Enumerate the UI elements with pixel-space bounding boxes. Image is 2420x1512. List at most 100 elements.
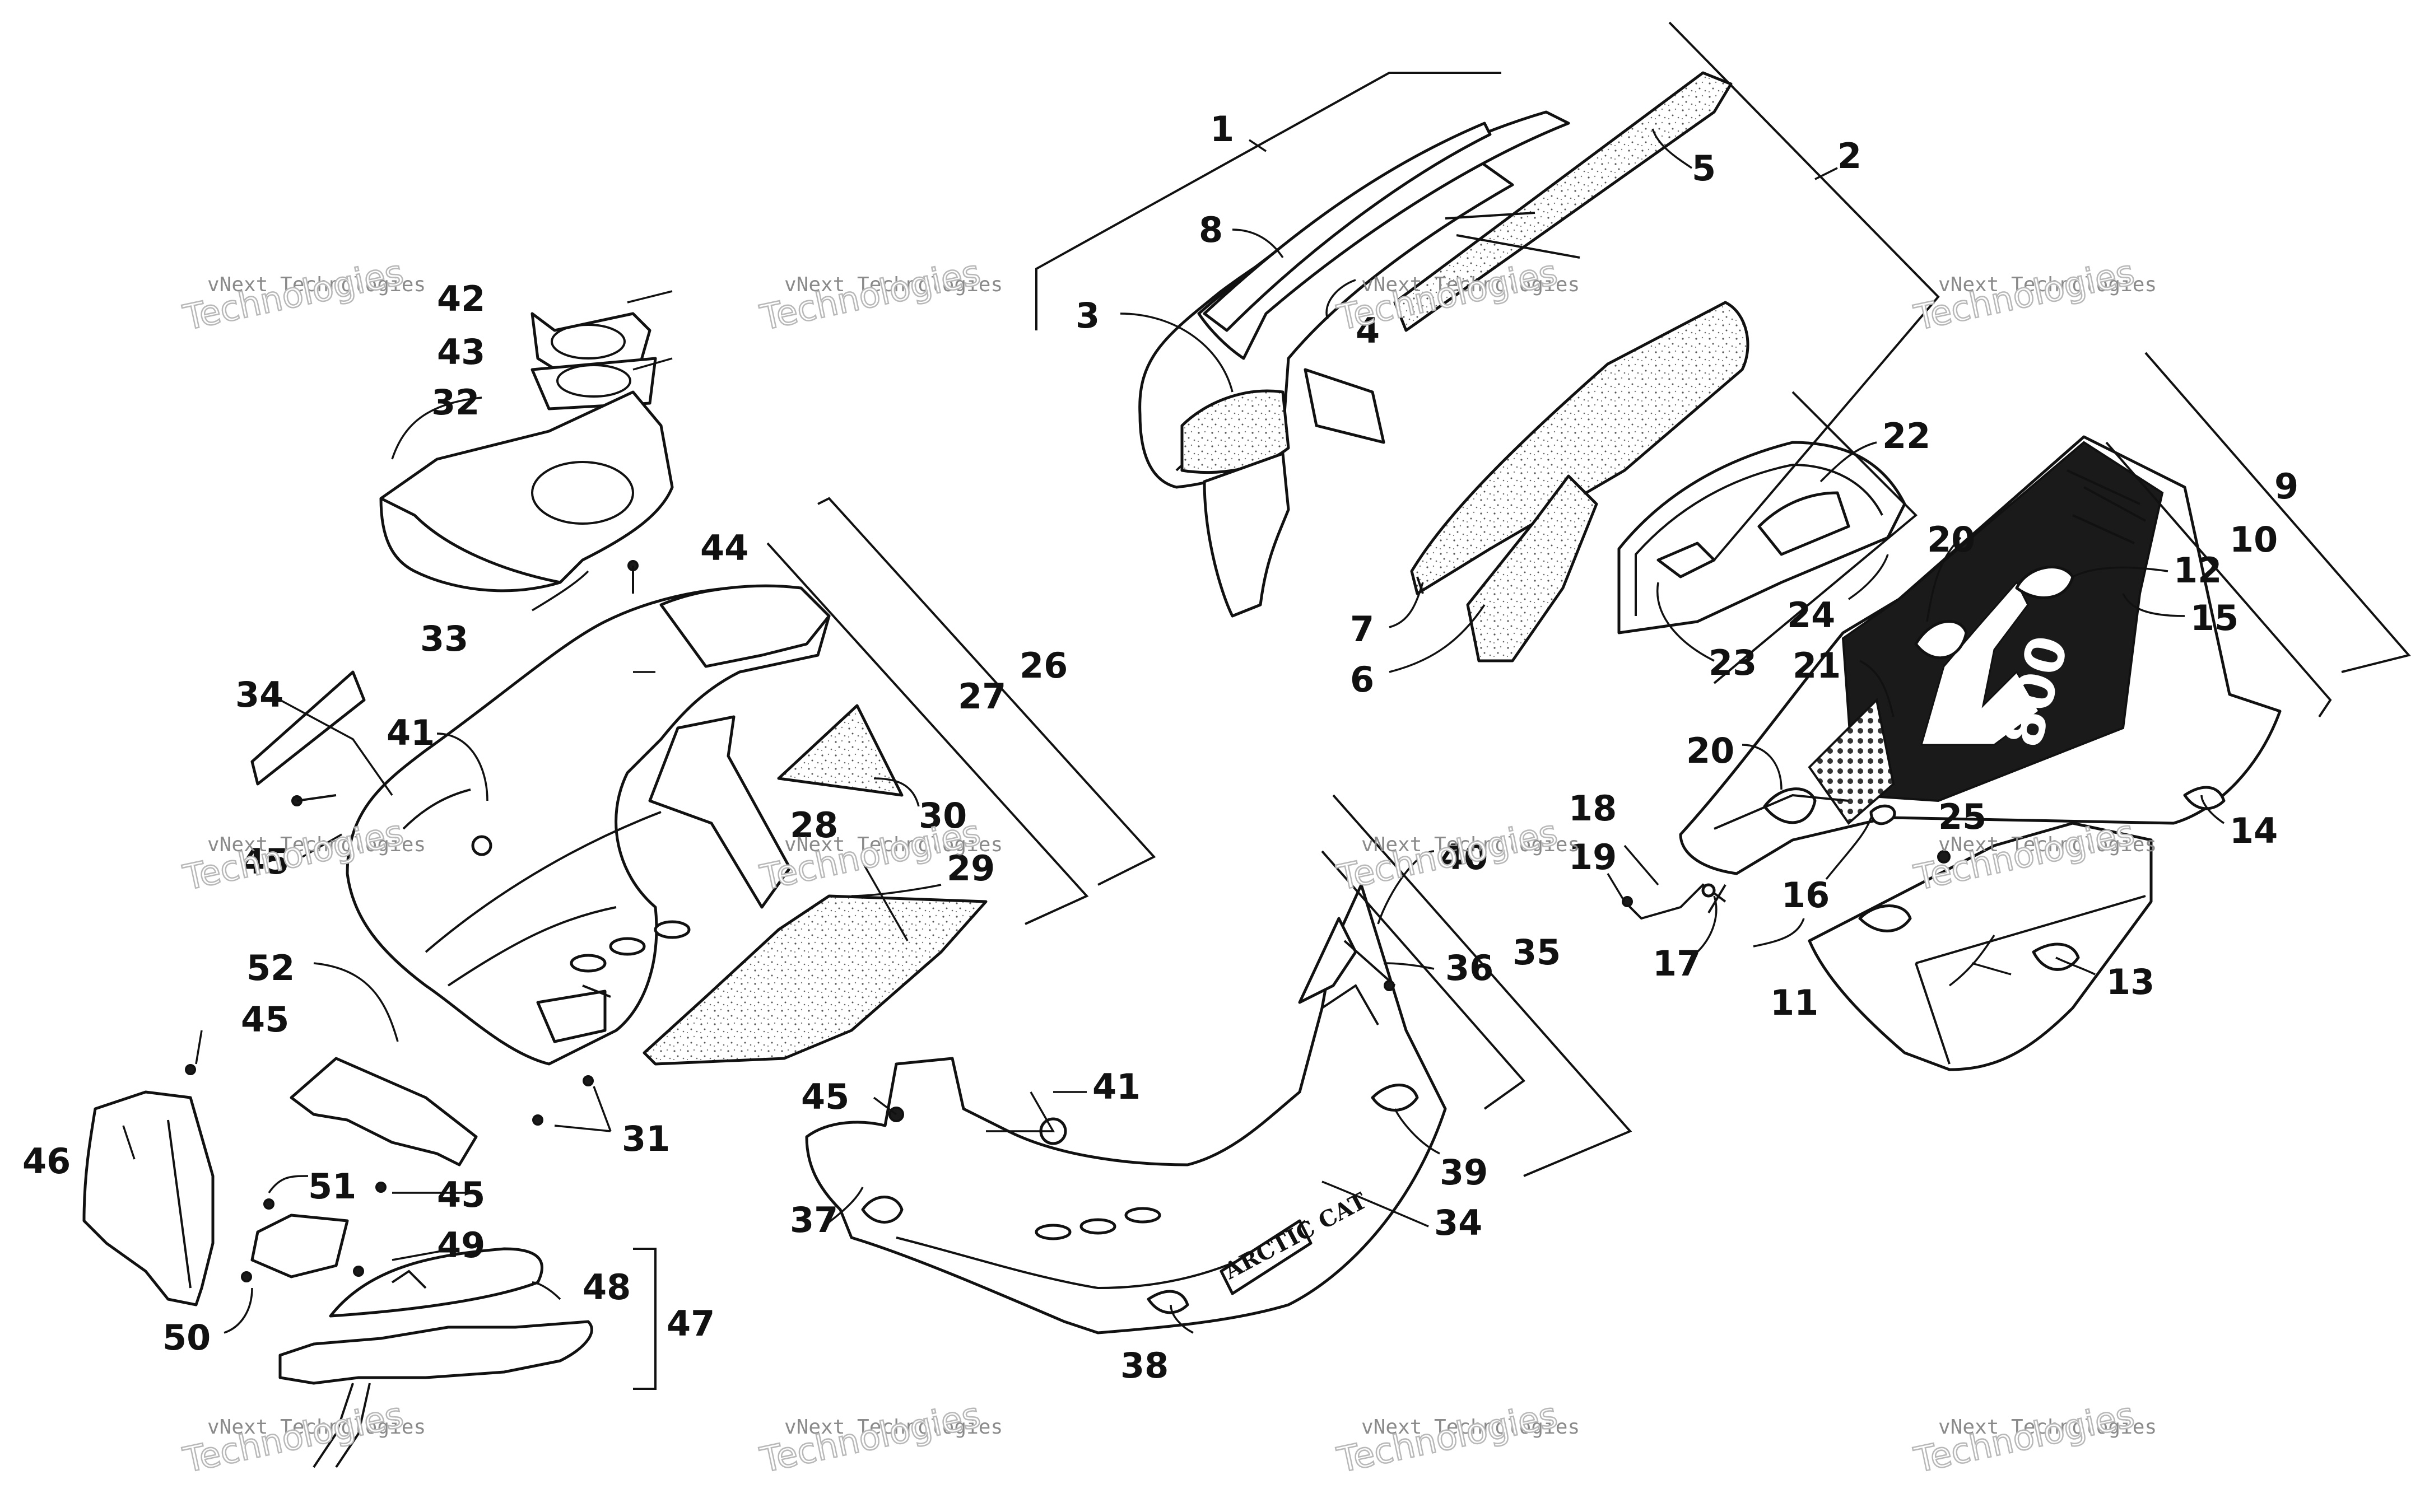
callout-14: 14 <box>2230 810 2278 851</box>
callout-34b: 34 <box>1434 1202 1482 1243</box>
callout-39: 39 <box>1440 1152 1488 1193</box>
callout-8: 8 <box>1199 209 1223 250</box>
callout-6: 6 <box>1350 659 1374 700</box>
callout-49: 49 <box>437 1225 485 1266</box>
callout-37: 37 <box>790 1200 838 1240</box>
callout-15: 15 <box>2190 598 2238 638</box>
callout-12: 12 <box>2174 550 2222 591</box>
callout-50: 50 <box>162 1317 211 1358</box>
wire-harness <box>1622 804 1896 920</box>
svg-text:Technologies: Technologies <box>1334 812 1561 898</box>
callout-28: 28 <box>790 805 838 846</box>
center-foams <box>643 704 988 1066</box>
callout-40: 40 <box>1440 837 1488 878</box>
svg-text:vNext Technologies: vNext Technologies <box>1361 273 1580 296</box>
callout-35: 35 <box>1513 932 1561 973</box>
svg-text:Technologies: Technologies <box>757 252 984 338</box>
callout-36: 36 <box>1445 948 1493 988</box>
leader-lines <box>122 128 2224 1334</box>
svg-text:vNext Technologies: vNext Technologies <box>1361 833 1580 856</box>
trim-piece <box>1617 441 1906 634</box>
callout-22: 22 <box>1882 416 1930 456</box>
callout-26: 26 <box>1020 645 1068 686</box>
svg-text:Technologies: Technologies <box>757 1394 984 1481</box>
callout-7: 7 <box>1350 609 1374 650</box>
callout-1: 1 <box>1210 109 1234 150</box>
callout-45b: 45 <box>241 999 289 1040</box>
callout-21: 21 <box>1793 645 1841 686</box>
callout-25: 25 <box>1938 796 1986 837</box>
callout-48: 48 <box>583 1267 631 1308</box>
watermark: vNext Technologies Technologies <box>179 1393 426 1481</box>
callout-20b: 20 <box>1686 730 1734 771</box>
console <box>379 312 674 592</box>
svg-text:vNext Technologies: vNext Technologies <box>784 1416 1003 1439</box>
lower-side-panel <box>1808 786 2226 1071</box>
callout-51: 51 <box>308 1166 356 1207</box>
watermark: vNext Technologies Technologies <box>179 251 426 339</box>
callout-33: 33 <box>420 618 468 659</box>
watermark: vNext Technologies Technologies <box>756 251 1003 339</box>
watermark: vNext Technologies Technologies <box>1910 1393 2157 1481</box>
callout-32: 32 <box>431 382 480 423</box>
callout-9: 9 <box>2274 466 2298 507</box>
callout-19: 19 <box>1569 837 1617 878</box>
callout-41a: 41 <box>387 712 435 753</box>
lower-left-parts <box>82 1057 593 1468</box>
decal-strip <box>250 670 366 786</box>
svg-text:vNext Technologies: vNext Technologies <box>207 273 426 296</box>
callout-47: 47 <box>667 1303 715 1344</box>
svg-text:Technologies: Technologies <box>180 1394 407 1481</box>
belly-pan: ARCTIC CAT <box>805 883 1447 1334</box>
callout-43: 43 <box>437 332 485 372</box>
callout-2: 2 <box>1837 136 1861 176</box>
svg-text:vNext Technologies: vNext Technologies <box>1938 1416 2157 1439</box>
svg-text:vNext Technologies: vNext Technologies <box>1938 273 2157 296</box>
side-panel-assembly <box>1138 110 1570 618</box>
watermark: vNext Technologies Technologies <box>1333 811 1580 899</box>
callout-42: 42 <box>437 278 485 319</box>
svg-text:vNext Technologies: vNext Technologies <box>1361 1416 1580 1439</box>
center-frame <box>346 584 831 1066</box>
watermark: vNext Technologies Technologies <box>1910 251 2157 339</box>
top-strip <box>1393 71 1733 332</box>
svg-text:vNext Technologies: vNext Technologies <box>207 833 426 856</box>
callout-45d: 45 <box>801 1076 849 1117</box>
callout-52: 52 <box>246 948 295 988</box>
callout-5: 5 <box>1692 148 1716 189</box>
watermark: vNext Technologies Technologies <box>756 1393 1003 1481</box>
callout-11: 11 <box>1770 982 1818 1023</box>
group-brackets <box>633 21 2411 1390</box>
callout-10: 10 <box>2230 519 2278 560</box>
callout-23: 23 <box>1709 642 1757 683</box>
callout-30: 30 <box>919 795 967 836</box>
callout-20a: 20 <box>1927 519 1975 560</box>
callout-38: 38 <box>1120 1345 1169 1386</box>
callout-34a: 34 <box>235 674 283 715</box>
callout-27: 27 <box>958 676 1006 717</box>
svg-text:vNext Technologies: vNext Technologies <box>784 273 1003 296</box>
callout-31: 31 <box>622 1118 670 1159</box>
svg-text:Technologies: Technologies <box>1911 252 2138 338</box>
svg-text:vNext Technologies: vNext Technologies <box>1938 833 2157 856</box>
callout-numbers: 1 2 3 4 5 6 7 8 9 10 11 12 12 13 14 15 1… <box>22 109 2298 1386</box>
svg-text:vNext Technologies: vNext Technologies <box>207 1416 426 1439</box>
callout-4: 4 <box>1356 310 1380 351</box>
callout-24: 24 <box>1787 595 1835 636</box>
svg-text:Technologies: Technologies <box>180 252 407 338</box>
callout-44: 44 <box>700 528 748 568</box>
logo-side-panel: 800 <box>1679 435 2282 875</box>
callout-16: 16 <box>1781 875 1830 916</box>
callout-45c: 45 <box>437 1174 485 1215</box>
callout-41b: 41 <box>1092 1066 1141 1107</box>
callout-17: 17 <box>1653 943 1701 984</box>
parts-artwork: 800 <box>82 71 2282 1468</box>
foam-pads <box>1410 301 1749 662</box>
callout-46: 46 <box>22 1141 71 1182</box>
svg-text:vNext Technologies: vNext Technologies <box>784 833 1003 856</box>
watermark: vNext Technologies Technologies <box>1333 1393 1580 1481</box>
callout-3: 3 <box>1076 295 1100 336</box>
callout-29: 29 <box>947 848 995 889</box>
callout-18: 18 <box>1569 788 1617 829</box>
